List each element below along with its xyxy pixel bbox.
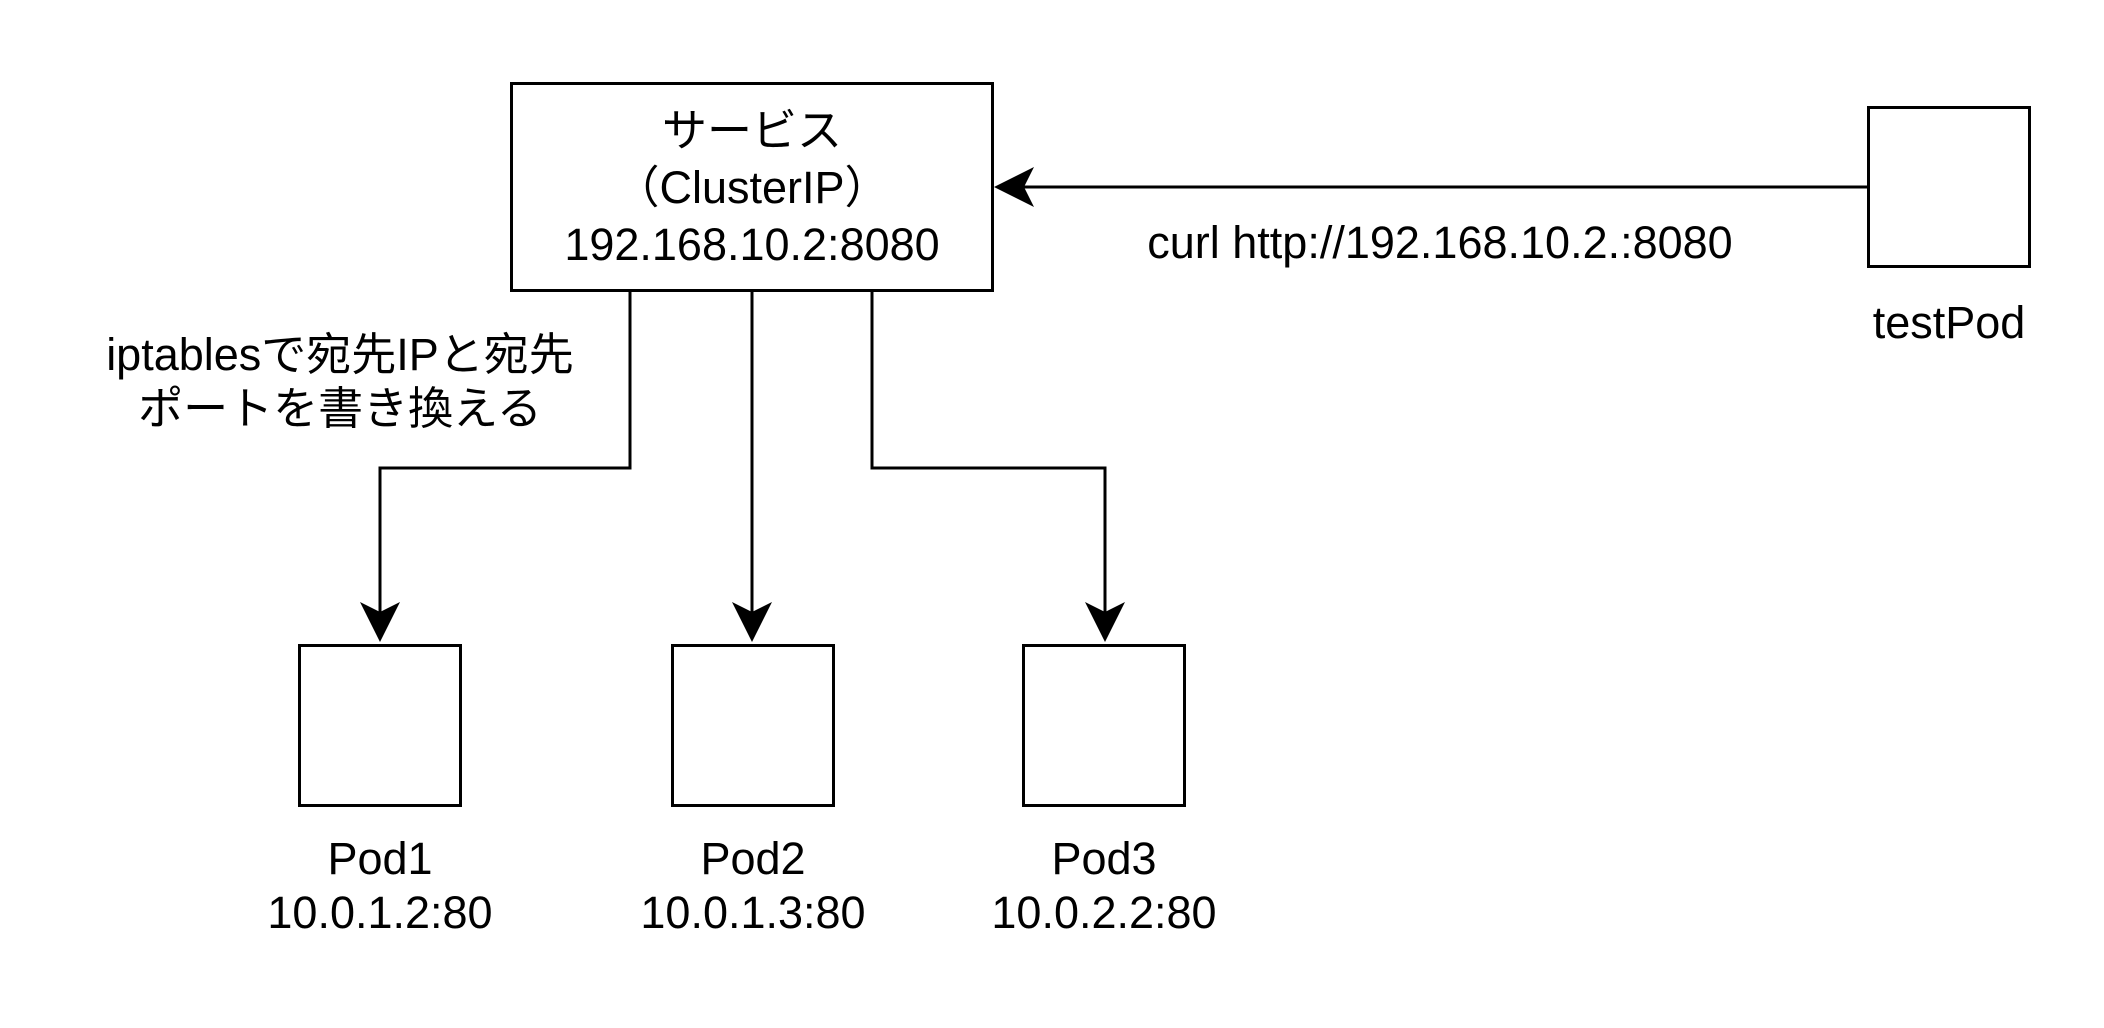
- testpod-node[interactable]: [1867, 106, 2031, 268]
- route-arrow-pod3: [870, 292, 1125, 642]
- pod2-label: Pod2 10.0.1.3:80: [603, 832, 903, 940]
- pod3-label: Pod3 10.0.2.2:80: [954, 832, 1254, 940]
- route-arrow-pod2: [732, 292, 772, 642]
- service-type: （ClusterIP）: [614, 161, 890, 213]
- pod3-node[interactable]: [1022, 644, 1186, 807]
- pod2-node[interactable]: [671, 644, 835, 807]
- pod1-label: Pod1 10.0.1.2:80: [230, 832, 530, 940]
- service-address: 192.168.10.2:8080: [564, 218, 940, 270]
- pod1-address: 10.0.1.2:80: [267, 887, 493, 938]
- iptables-note-line1: iptablesで宛先IPと宛先: [106, 329, 574, 380]
- service-name: サービス: [661, 104, 842, 156]
- request-command: curl http://192.168.10.2.:8080: [1147, 217, 1733, 268]
- iptables-note: iptablesで宛先IPと宛先 ポートを書き換える: [60, 328, 620, 436]
- pod1-node[interactable]: [298, 644, 462, 807]
- route-arrow-pod1: [360, 292, 632, 642]
- pod3-address: 10.0.2.2:80: [991, 887, 1217, 938]
- pod1-name: Pod1: [327, 833, 433, 884]
- service-node[interactable]: サービス （ClusterIP） 192.168.10.2:8080: [510, 82, 994, 292]
- testpod-label: testPod: [1829, 296, 2069, 350]
- iptables-note-line2: ポートを書き換える: [138, 383, 542, 434]
- pod3-name: Pod3: [1051, 833, 1157, 884]
- testpod-name: testPod: [1872, 297, 2026, 348]
- pod2-name: Pod2: [700, 833, 806, 884]
- request-arrow: [994, 167, 1867, 207]
- pod2-address: 10.0.1.3:80: [640, 887, 866, 938]
- request-label: curl http://192.168.10.2.:8080: [1100, 216, 1780, 270]
